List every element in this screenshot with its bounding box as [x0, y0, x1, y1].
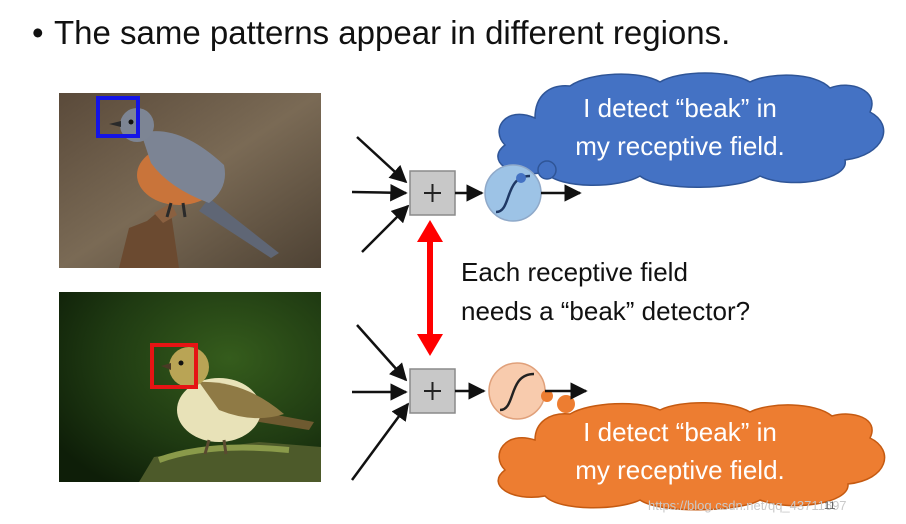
- sum-box-bottom: [409, 368, 456, 414]
- speech-cloud-blue: [497, 72, 885, 188]
- bird-photo-top: [59, 93, 321, 268]
- top-neuron-inputs: [351, 136, 410, 253]
- bottom-neuron-inputs: [350, 324, 410, 481]
- middle-text-line-2: needs a “beak” detector?: [461, 296, 751, 326]
- bird-photo-top-image: [59, 93, 321, 268]
- cloud-orange-line-2: my receptive field.: [575, 455, 785, 485]
- middle-text-line-1: Each receptive field: [461, 257, 688, 287]
- page-number: 11: [824, 500, 836, 512]
- title-text: The same patterns appear in different re…: [54, 14, 731, 51]
- cloud-orange-line-1: I detect “beak” in: [583, 417, 777, 447]
- sum-box-top: [409, 170, 456, 216]
- shared-detector-double-arrow: [417, 220, 443, 356]
- activation-neuron-blue: [484, 164, 542, 222]
- bird-photo-bottom: [59, 292, 321, 482]
- bird-photo-bottom-image: [59, 292, 321, 482]
- speech-cloud-orange: [497, 395, 886, 511]
- title-bullet: •: [32, 14, 44, 51]
- middle-question-text: Each receptive field needs a “beak” dete…: [461, 253, 750, 331]
- cloud-orange-text: I detect “beak” in my receptive field.: [520, 413, 840, 489]
- cloud-blue-line-2: my receptive field.: [575, 131, 785, 161]
- cloud-blue-text: I detect “beak” in my receptive field.: [520, 89, 840, 165]
- watermark: https://blog.csdn.net/qq_43711697: [648, 498, 847, 513]
- slide-title: • The same patterns appear in different r…: [32, 14, 730, 52]
- activation-neuron-orange: [488, 362, 553, 420]
- cloud-blue-line-1: I detect “beak” in: [583, 93, 777, 123]
- receptive-field-box-red: [150, 343, 198, 389]
- receptive-field-box-blue: [96, 96, 140, 138]
